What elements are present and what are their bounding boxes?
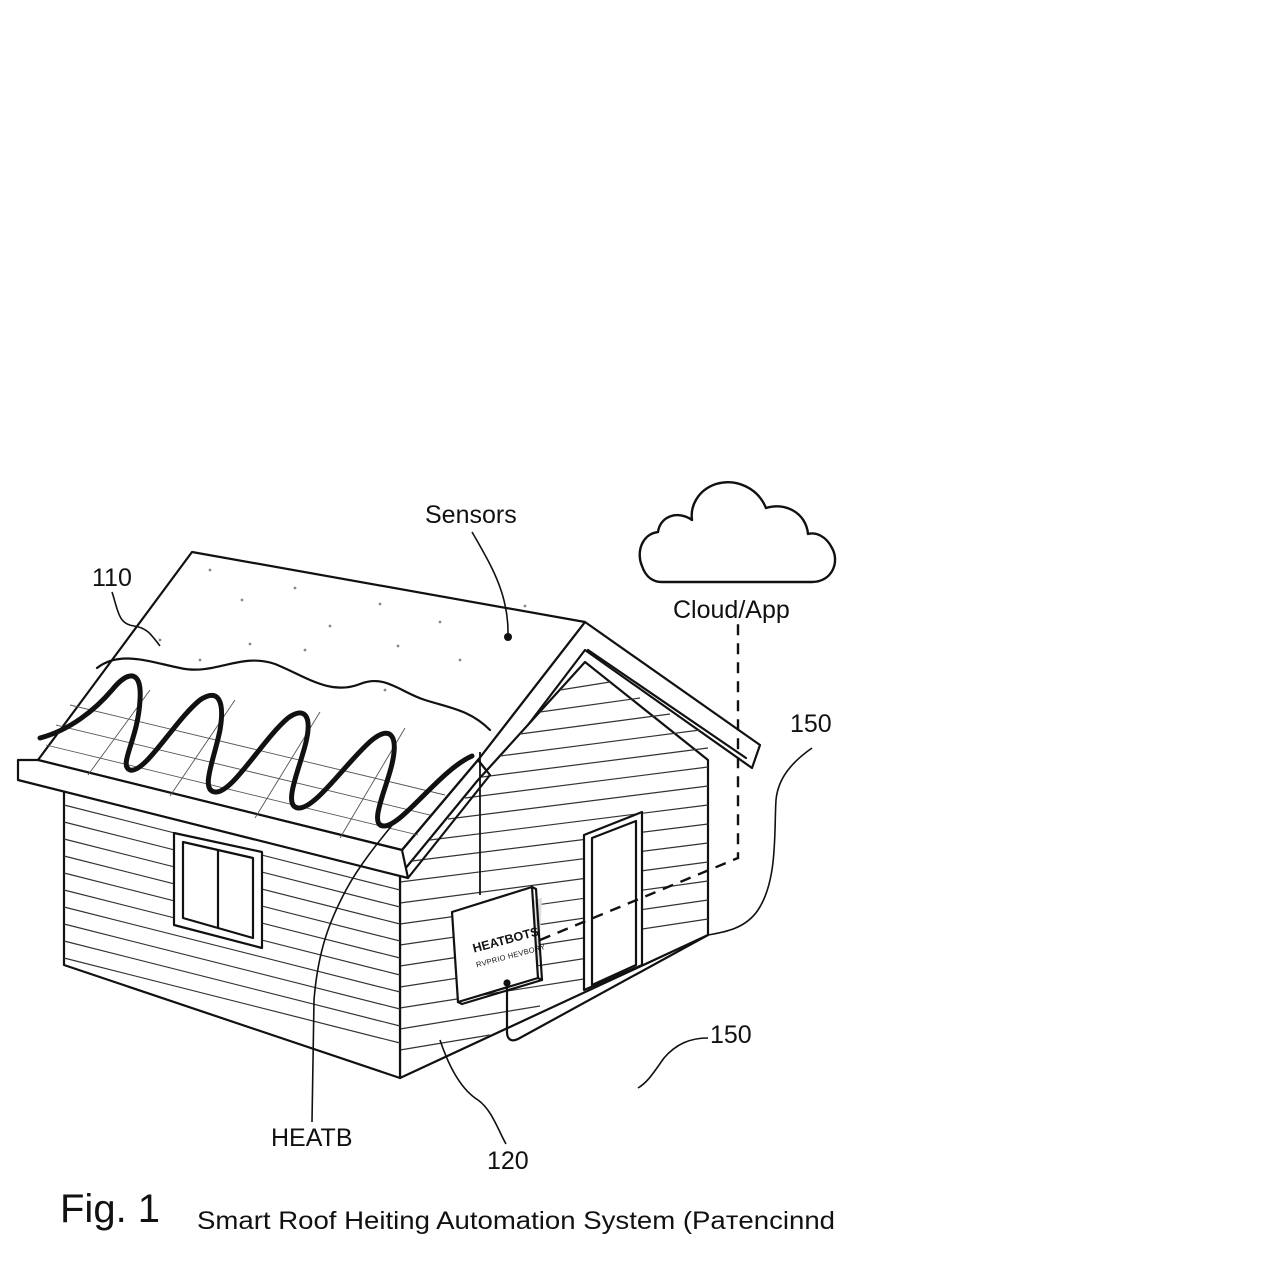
data-link-dashed bbox=[539, 618, 740, 942]
controller-box: HEATBOTS RVPRIO HEVBORY bbox=[450, 885, 546, 1006]
label-sensors: Sensors bbox=[425, 501, 517, 529]
label-110: 110 bbox=[92, 564, 132, 592]
heating-cable bbox=[37, 673, 475, 829]
sensor-dot bbox=[504, 633, 512, 641]
label-cloud-app: Cloud/App bbox=[673, 596, 790, 624]
snow-texture bbox=[158, 568, 527, 692]
leader-150-upper bbox=[707, 747, 813, 936]
label-150-lower: 150 bbox=[710, 1021, 752, 1049]
leader-120 bbox=[439, 1039, 507, 1145]
leader-150-lower bbox=[637, 1037, 709, 1089]
snow-edge bbox=[95, 657, 492, 732]
door bbox=[582, 810, 644, 992]
front-roof bbox=[16, 550, 587, 880]
side-wall-siding bbox=[399, 681, 709, 1051]
cloud-icon bbox=[638, 481, 837, 584]
figure-caption: Smart Roof Heiting Automation System (Pa… bbox=[197, 1207, 835, 1235]
leader-heatb bbox=[311, 817, 399, 1123]
window bbox=[172, 831, 264, 950]
label-150-upper: 150 bbox=[790, 710, 832, 738]
figure-number: Fig. 1 bbox=[60, 1187, 160, 1231]
leader-sensors bbox=[471, 531, 509, 637]
label-120: 120 bbox=[487, 1147, 529, 1175]
power-wire bbox=[505, 933, 710, 1042]
leader-110 bbox=[111, 591, 161, 647]
label-heatb: HEATB bbox=[271, 1124, 353, 1152]
